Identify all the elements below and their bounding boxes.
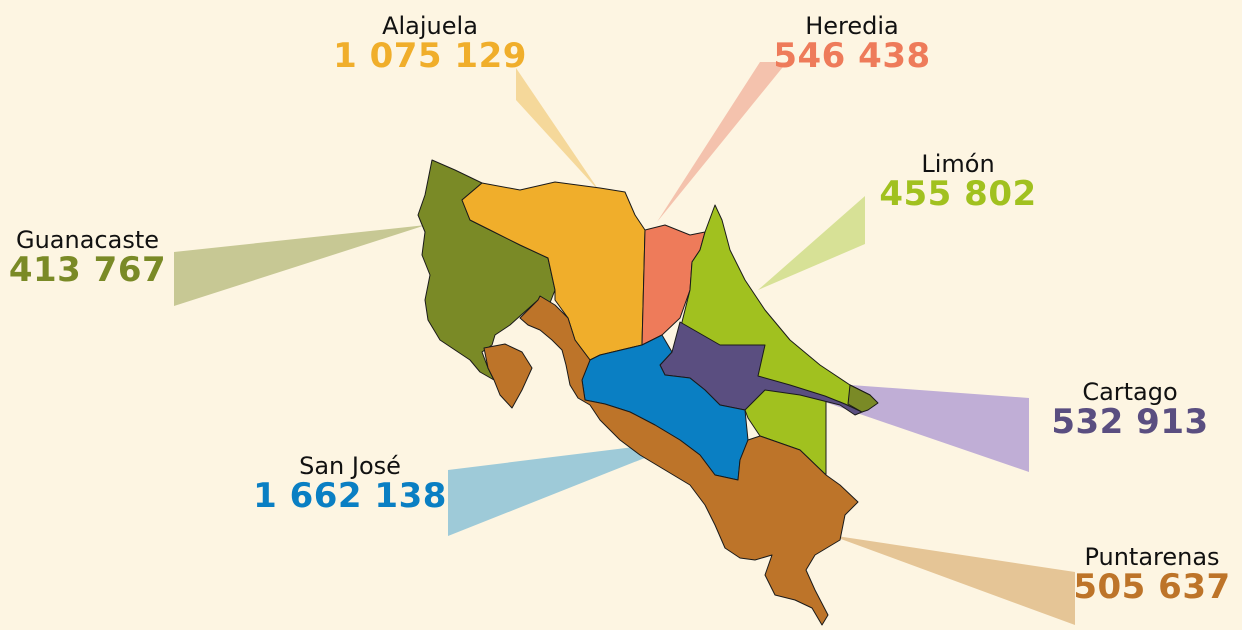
callout-puntarenas <box>830 535 1075 625</box>
label-puntarenas: Puntarenas 505 637 <box>1062 543 1242 608</box>
label-san-jose: San José 1 662 138 <box>250 452 450 517</box>
province-population: 1 662 138 <box>253 476 447 517</box>
province-population: 505 637 <box>1073 567 1231 608</box>
province-puntarenas[interactable] <box>483 295 859 626</box>
province-name: Heredia <box>805 12 899 40</box>
province-name: Limón <box>921 150 995 178</box>
province-name: Guanacaste <box>15 226 159 254</box>
province-population: 1 075 129 <box>333 36 527 77</box>
label-limon: Limón 455 802 <box>858 150 1058 215</box>
callout-heredia <box>657 62 787 222</box>
province-name: Puntarenas <box>1084 543 1220 571</box>
province-name: Cartago <box>1082 378 1178 406</box>
province-population: 532 913 <box>1051 402 1209 443</box>
province-population: 546 438 <box>773 36 931 77</box>
label-alajuela: Alajuela 1 075 129 <box>330 12 530 77</box>
callout-guanacaste <box>174 225 426 306</box>
label-cartago: Cartago 532 913 <box>1030 378 1230 443</box>
label-guanacaste: Guanacaste 413 767 <box>0 226 175 291</box>
callout-limon <box>758 196 865 290</box>
province-population: 455 802 <box>879 174 1037 215</box>
province-population: 413 767 <box>8 250 167 291</box>
callout-alajuela <box>516 68 600 192</box>
province-name: Alajuela <box>382 12 478 40</box>
province-guanacaste-tip <box>847 384 879 413</box>
label-heredia: Heredia 546 438 <box>752 12 952 77</box>
province-name: San José <box>299 452 401 480</box>
callout-san-jose <box>448 440 690 536</box>
